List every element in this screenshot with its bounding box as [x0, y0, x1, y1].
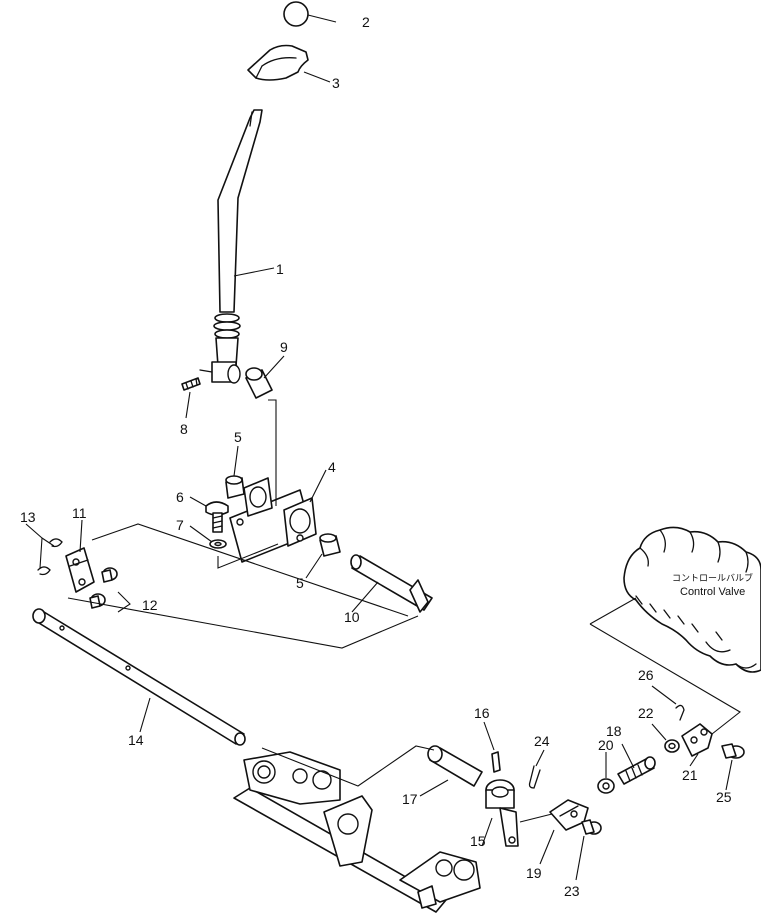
shift-lever	[199, 109, 263, 384]
callout-labels: 2 3 1 9 8 5 4 6 7 5 10 11 13 12 14 16 24…	[20, 14, 732, 899]
bolt-12-bottom	[89, 593, 106, 609]
callout-6: 6	[176, 489, 184, 505]
nut-20	[597, 778, 615, 794]
callout-21: 21	[682, 767, 698, 783]
knob-ball	[283, 1, 309, 27]
callout-23: 23	[564, 883, 580, 899]
callout-2: 2	[362, 14, 370, 30]
callout-3: 3	[332, 75, 340, 91]
callout-13: 13	[20, 509, 36, 525]
clevis-21	[681, 723, 713, 757]
callout-24: 24	[534, 733, 550, 749]
callout-12: 12	[142, 597, 158, 613]
bolt-23	[581, 819, 602, 835]
lever-bracket	[229, 477, 317, 563]
callout-17: 17	[402, 791, 418, 807]
pin-26	[675, 704, 685, 721]
control-valve-label: コントロールバルブ Control Valve	[672, 572, 753, 598]
callout-19: 19	[526, 865, 542, 881]
rod-end-18	[617, 756, 656, 785]
callout-5-top: 5	[234, 429, 242, 445]
callout-8: 8	[180, 421, 188, 437]
clevis-19	[549, 799, 589, 831]
washer-7	[209, 539, 227, 549]
lever-arm-15	[485, 779, 519, 847]
callout-26: 26	[638, 667, 654, 683]
spring-pin	[181, 377, 201, 391]
clip-13-top	[49, 538, 63, 548]
callout-14: 14	[128, 732, 144, 748]
callout-7: 7	[176, 517, 184, 533]
long-rod	[32, 608, 246, 746]
pin-16	[491, 751, 501, 773]
callout-5-bottom: 5	[296, 575, 304, 591]
callout-18: 18	[606, 723, 622, 739]
callout-10: 10	[344, 609, 360, 625]
base-frame	[233, 751, 481, 913]
bolt-6	[205, 501, 229, 533]
control-valve	[623, 526, 761, 673]
cotter-pin-24	[528, 765, 541, 789]
bushing-upper	[245, 367, 273, 399]
callout-22: 22	[638, 705, 654, 721]
callout-1: 1	[276, 261, 284, 277]
bolt-25	[721, 743, 745, 759]
knob-cap	[247, 44, 309, 81]
callout-9: 9	[280, 339, 288, 355]
callout-16: 16	[474, 705, 490, 721]
leader-lines	[25, 14, 733, 881]
bolt-12-top	[101, 567, 118, 583]
control-valve-label-jp: コントロールバルブ	[672, 572, 753, 584]
cross-shaft	[350, 554, 433, 613]
sleeve-17	[427, 745, 483, 787]
clip-13-bottom	[37, 566, 51, 576]
callout-25: 25	[716, 789, 732, 805]
bushing-5-bottom	[319, 533, 341, 557]
mount-bracket	[65, 547, 95, 593]
bushing-5-top	[225, 475, 245, 499]
nut-22	[664, 739, 680, 753]
callout-15: 15	[470, 833, 486, 849]
callout-11: 11	[72, 505, 87, 521]
connection-lines	[67, 399, 741, 823]
callout-20: 20	[598, 737, 614, 753]
callout-4: 4	[328, 459, 336, 475]
control-valve-label-en: Control Valve	[680, 586, 745, 598]
